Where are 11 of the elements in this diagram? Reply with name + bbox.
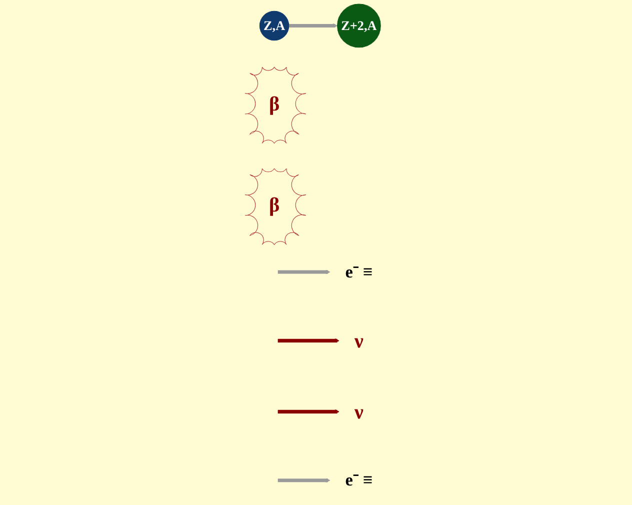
arrow xyxy=(277,338,339,343)
node-text: e⁻ ≡ xyxy=(344,262,372,282)
arrow xyxy=(277,478,330,483)
arrow xyxy=(277,409,339,414)
node-circle: Z,A xyxy=(258,10,289,41)
arrow xyxy=(288,24,338,28)
node-text: ν xyxy=(354,400,364,423)
node-text: ν xyxy=(354,329,364,352)
arrow xyxy=(277,270,330,274)
node-text: e⁻ ≡ xyxy=(344,471,372,490)
node-circle: Z+2,A xyxy=(336,4,380,48)
